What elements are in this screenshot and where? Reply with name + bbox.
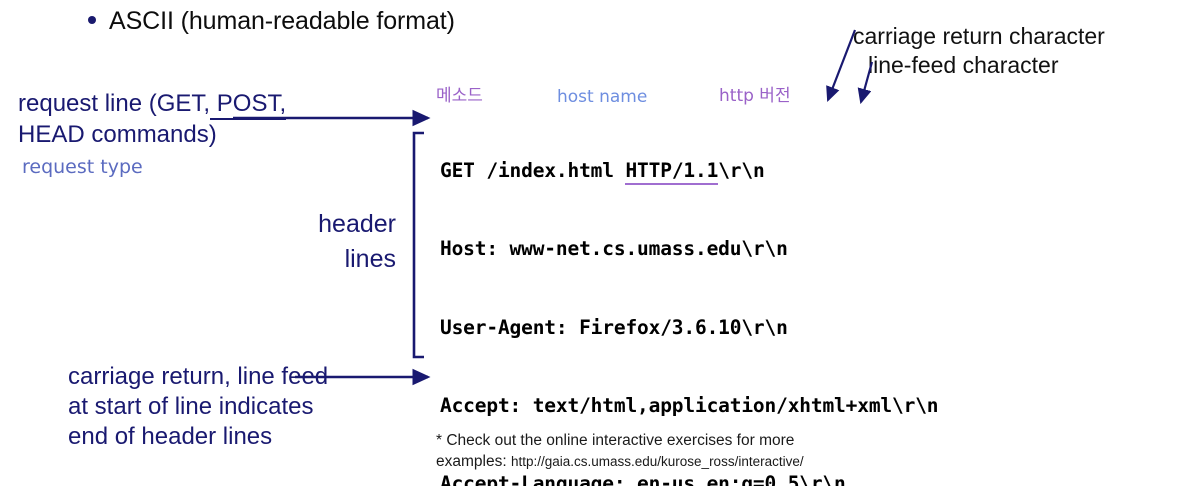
footnote-url: http://gaia.cs.umass.edu/kurose_ross/int… xyxy=(510,454,804,469)
header-lines-annotation: header lines xyxy=(246,207,396,277)
footnote-line2-label: examples: xyxy=(436,453,511,470)
request-version-token: HTTP/1.1 xyxy=(625,159,718,186)
bullet-item: ASCII (human-readable format) xyxy=(88,6,455,36)
request-line-annotation-underlined: POST, xyxy=(210,90,287,120)
carriage-return-arrow xyxy=(826,29,857,103)
request-line-terminator: \r\n xyxy=(718,159,765,183)
crlf-annotation-line3: end of header lines xyxy=(68,423,273,450)
bullet-item-label: ASCII (human-readable format) xyxy=(109,7,455,35)
bullet-dot-icon xyxy=(88,16,96,24)
code-line-header: User-Agent: Firefox/3.6.10\r\n xyxy=(440,315,788,339)
code-space xyxy=(614,159,626,182)
request-line-annotation-line2: HEAD commands) xyxy=(18,121,217,148)
crlf-annotation-line1: carriage return, line feed xyxy=(68,363,329,390)
crlf-annotation: carriage return, line feed at start of l… xyxy=(68,362,328,452)
line-feed-character-label: line-feed character xyxy=(868,52,1059,78)
request-type-annotation: request type xyxy=(22,156,143,178)
request-line-annotation-line1: request line (GET, POST, xyxy=(18,88,287,120)
footnote-line2: examples: http://gaia.cs.umass.edu/kuros… xyxy=(436,451,804,472)
request-line-annotation-text: request line (GET, xyxy=(18,90,211,117)
code-line-header: Host: www-net.cs.umass.edu\r\n xyxy=(440,237,788,261)
code-line-request-line: GET /index.html HTTP/1.1\r\n xyxy=(440,158,938,186)
code-line-header: Accept-Language: en-us,en;q=0.5\r\n xyxy=(440,472,846,486)
carriage-return-character-label: carriage return character xyxy=(853,23,1105,49)
request-path-token: /index.html xyxy=(486,159,614,183)
code-space xyxy=(475,159,487,182)
footnote: * Check out the online interactive exerc… xyxy=(436,430,804,472)
header-lines-bracket xyxy=(412,131,424,359)
http-version-field-label: http 버전 xyxy=(719,86,791,106)
header-lines-annotation-line1: header xyxy=(318,210,396,238)
code-line-header: Accept: text/html,application/xhtml+xml\… xyxy=(440,394,939,418)
method-field-label: 메소드 xyxy=(436,86,483,106)
http-request-code-block: GET /index.html HTTP/1.1\r\n Host: www-n… xyxy=(440,106,939,486)
request-line-annotation: request line (GET, POST, HEAD commands) xyxy=(18,88,287,150)
request-method-token: GET xyxy=(440,159,475,183)
footnote-line1: * Check out the online interactive exerc… xyxy=(436,432,795,449)
crlf-annotation-line2: at start of line indicates xyxy=(68,393,314,420)
header-lines-annotation-line2: lines xyxy=(344,245,396,273)
host-name-field-label: host name xyxy=(557,87,648,107)
